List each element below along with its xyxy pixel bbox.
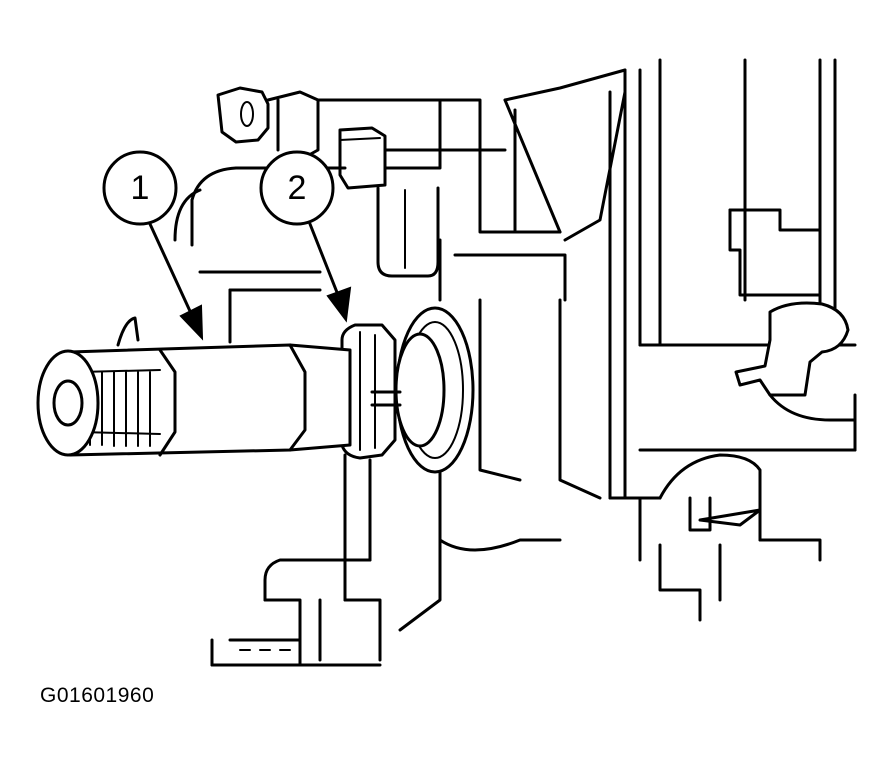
callout-1-label: 1 <box>131 169 150 207</box>
callout-1-arrowhead <box>179 304 204 341</box>
extension-housing-seal <box>340 306 475 474</box>
callout-2: 2 <box>259 150 352 323</box>
installer-tool <box>36 316 352 457</box>
callout-2-arrowhead <box>326 286 352 323</box>
callout-2-label: 2 <box>288 169 307 207</box>
callout-1: 1 <box>102 150 204 341</box>
figure-id: G01601960 <box>40 684 155 707</box>
transmission-case <box>173 58 857 667</box>
